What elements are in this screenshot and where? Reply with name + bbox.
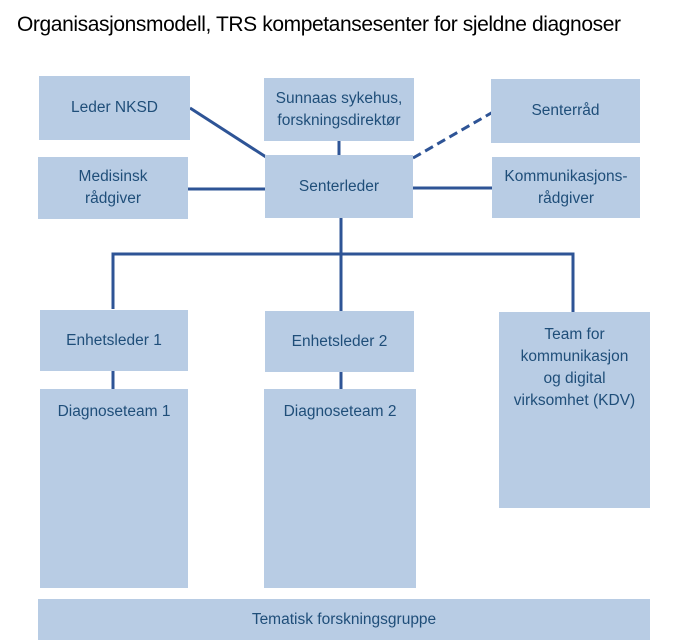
edge-tree-connector — [111, 252, 575, 312]
edge-senterleder-senterrad-dashed — [412, 110, 494, 160]
node-senterleder: Senterleder — [265, 155, 413, 218]
node-enhetsleder-1: Enhetsleder 1 — [40, 310, 188, 371]
node-tematisk-forskningsgruppe: Tematisk forskningsgruppe — [38, 599, 650, 640]
node-diagnoseteam-2: Diagnoseteam 2 — [264, 389, 416, 588]
node-sunnaas-sykehus-forskningsdirektor: Sunnaas sykehus, forskningsdirektør — [264, 78, 414, 141]
diagram-title: Organisasjonsmodell, TRS kompetansesente… — [17, 13, 621, 36]
node-diagnoseteam-1: Diagnoseteam 1 — [40, 389, 188, 588]
node-senterrad: Senterråd — [491, 79, 640, 143]
node-leder-nksd: Leder NKSD — [39, 76, 190, 140]
node-team-kdv: Team for kommunikasjon og digital virkso… — [499, 312, 650, 508]
node-kommunikasjons-radgiver: Kommunikasjons- rådgiver — [492, 157, 640, 218]
edge-ledernksd-senterleder — [189, 106, 267, 159]
node-enhetsleder-2: Enhetsleder 2 — [265, 311, 414, 372]
node-medisinsk-radgiver: Medisinsk rådgiver — [38, 157, 188, 219]
